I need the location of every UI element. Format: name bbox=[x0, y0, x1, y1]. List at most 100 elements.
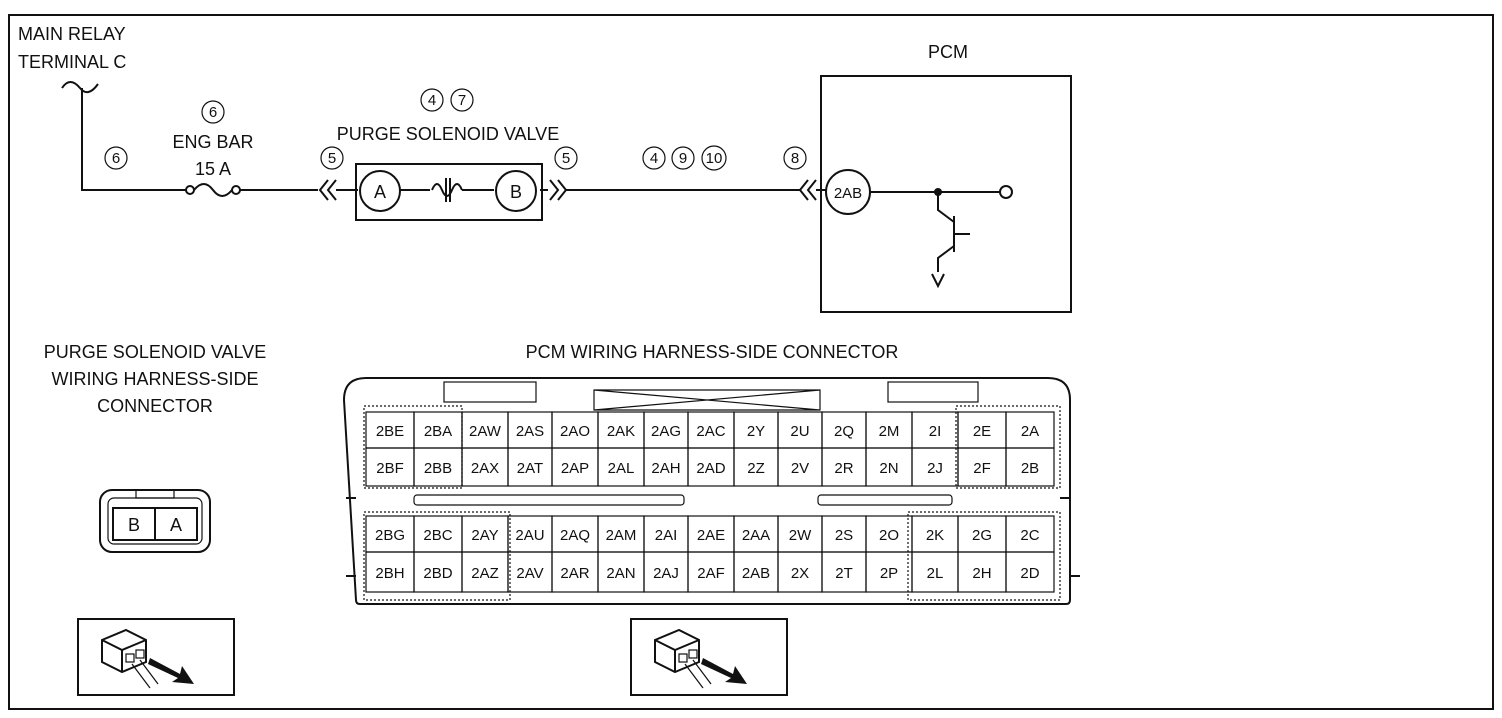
pcm-pin-label: 2S bbox=[835, 527, 853, 544]
pcm-pin-label: 2AO bbox=[560, 423, 590, 440]
pcm-pin-label: 2T bbox=[835, 565, 853, 582]
svg-text:6: 6 bbox=[112, 150, 120, 167]
svg-text:2AB: 2AB bbox=[834, 185, 862, 202]
pcm-pin-label: 2P bbox=[880, 565, 898, 582]
pcm-pin-label: 2AW bbox=[469, 423, 502, 440]
pcm-pin-label: 2N bbox=[879, 460, 898, 477]
pcm-pin-cell bbox=[1005, 447, 1055, 487]
pcm-pin-label: 2K bbox=[926, 527, 944, 544]
pcm-pin-label: 2Q bbox=[834, 423, 854, 440]
valve-conn-left-ref: 5 bbox=[320, 146, 344, 170]
valve-refs: 4 7 bbox=[420, 88, 474, 112]
pcm-pin-label: 2AY bbox=[471, 527, 498, 544]
connector-chevron-pcm bbox=[798, 179, 817, 201]
pcm-pin-label: 2BE bbox=[376, 423, 404, 440]
fuse-wire-ref: 6 bbox=[104, 146, 128, 170]
pcm-pin-label: 2U bbox=[790, 423, 809, 440]
pcm-pin-label: 2AQ bbox=[560, 527, 590, 544]
pcm-conn-ref: 8 bbox=[783, 146, 807, 170]
pcm-pin-label: 2W bbox=[789, 527, 812, 544]
pcm-connector-body bbox=[342, 377, 1080, 605]
diagram-frame bbox=[8, 14, 1494, 710]
connector-chevron-left bbox=[318, 179, 337, 201]
pcm-pin-group-outline bbox=[907, 511, 1061, 601]
svg-text:6: 6 bbox=[209, 104, 217, 121]
valve-connector-face: B A bbox=[99, 489, 211, 553]
connector-view-icon bbox=[630, 618, 788, 696]
connector-view-icon bbox=[77, 618, 235, 696]
pcm-pin-group-outline bbox=[363, 405, 463, 489]
pcm-pin-label: 2AT bbox=[517, 460, 543, 477]
valve-connector-title: PURGE SOLENOID VALVE WIRING HARNESS-SIDE… bbox=[44, 342, 266, 416]
pcm-pin-label: 2A bbox=[1021, 423, 1039, 440]
main-relay-line1: MAIN RELAY bbox=[18, 24, 126, 44]
pcm-pin-label: 2I bbox=[929, 423, 942, 440]
svg-text:WIRING HARNESS-SIDE: WIRING HARNESS-SIDE bbox=[51, 369, 258, 389]
pcm-pin-label: 2D bbox=[1020, 565, 1039, 582]
pcm-pin-label: 2BB bbox=[424, 460, 452, 477]
pcm-pin-label: 2AV bbox=[516, 565, 543, 582]
pcm-pin-label: 2V bbox=[791, 460, 809, 477]
pcm-pin-label: 2H bbox=[972, 565, 991, 582]
pcm-pin-label: 2BD bbox=[423, 565, 452, 582]
pcm-pin-label: 2BG bbox=[375, 527, 405, 544]
main-relay-line2: TERMINAL C bbox=[18, 52, 126, 72]
terminal-b: B bbox=[495, 170, 537, 212]
pcm-pin-label: 2R bbox=[834, 460, 853, 477]
pcm-pin-label: 2AR bbox=[560, 565, 589, 582]
valve-conn-right-ref: 5 bbox=[554, 146, 578, 170]
svg-text:5: 5 bbox=[562, 150, 570, 167]
pcm-box bbox=[820, 75, 1072, 313]
pcm-pin-label: 2AP bbox=[561, 460, 589, 477]
pcm-pin-label: 2E bbox=[973, 423, 991, 440]
pcm-pin-label: 2AD bbox=[696, 460, 725, 477]
terminal-a: A bbox=[359, 170, 401, 212]
pcm-pin-label: 2AF bbox=[697, 565, 725, 582]
connector-chevron-right bbox=[549, 179, 568, 201]
pcm-pin-label: 2G bbox=[972, 527, 992, 544]
pcm-pin-label: 2AA bbox=[742, 527, 770, 544]
pcm-pin-label: 2AU bbox=[515, 527, 544, 544]
svg-text:PURGE SOLENOID VALVE: PURGE SOLENOID VALVE bbox=[44, 342, 266, 362]
pcm-pin-label: 2AZ bbox=[471, 565, 499, 582]
pcm-pin-label: 2AJ bbox=[653, 565, 679, 582]
fuse-ref: 6 bbox=[201, 100, 225, 124]
transistor-symbol bbox=[931, 192, 970, 289]
pcm-pin-label: 2AN bbox=[606, 565, 635, 582]
svg-text:4: 4 bbox=[650, 150, 658, 167]
svg-text:A: A bbox=[374, 182, 386, 202]
pcm-title: PCM bbox=[928, 42, 968, 62]
pcm-pin-label: 2BA bbox=[424, 423, 452, 440]
pcm-pin-label: 2X bbox=[791, 565, 809, 582]
svg-text:7: 7 bbox=[458, 92, 466, 109]
pcm-pin-label: 2BC bbox=[423, 527, 452, 544]
main-relay-label: MAIN RELAY TERMINAL C bbox=[18, 24, 126, 72]
svg-text:8: 8 bbox=[791, 150, 799, 167]
wire-relay-to-fuse bbox=[81, 88, 186, 191]
pcm-pin-label: 2M bbox=[879, 423, 900, 440]
pcm-pin-group-outline bbox=[363, 511, 511, 601]
pcm-pin-label: 2AH bbox=[651, 460, 680, 477]
pcm-pin-label: 2B bbox=[1021, 460, 1039, 477]
pcm-terminal-2ab: 2AB bbox=[825, 169, 871, 215]
relay-terminal-symbol bbox=[61, 81, 99, 94]
pcm-pin-label: 2BF bbox=[376, 460, 404, 477]
svg-text:4: 4 bbox=[428, 92, 436, 109]
pcm-pin-label: 2J bbox=[927, 460, 943, 477]
fuse-name: ENG BAR bbox=[172, 132, 253, 152]
pcm-connector-title: PCM WIRING HARNESS-SIDE CONNECTOR bbox=[526, 342, 899, 362]
fuse-symbol bbox=[185, 183, 241, 197]
pcm-pin-label: 2AL bbox=[608, 460, 635, 477]
svg-text:5: 5 bbox=[328, 150, 336, 167]
pcm-pin-label: 2AI bbox=[655, 527, 678, 544]
valve-title: PURGE SOLENOID VALVE bbox=[337, 124, 559, 144]
svg-text:B: B bbox=[510, 182, 522, 202]
svg-text:9: 9 bbox=[679, 150, 687, 167]
pcm-pin-label: 2AX bbox=[471, 460, 499, 477]
pcm-pin-label: 2Z bbox=[747, 460, 765, 477]
pcm-pin-label: 2O bbox=[879, 527, 899, 544]
fuse-rating: 15 A bbox=[195, 159, 231, 179]
valve-pin-a: A bbox=[170, 515, 182, 535]
pcm-pin-label: 2AS bbox=[516, 423, 544, 440]
wire-refs: 4 9 10 bbox=[642, 145, 727, 171]
